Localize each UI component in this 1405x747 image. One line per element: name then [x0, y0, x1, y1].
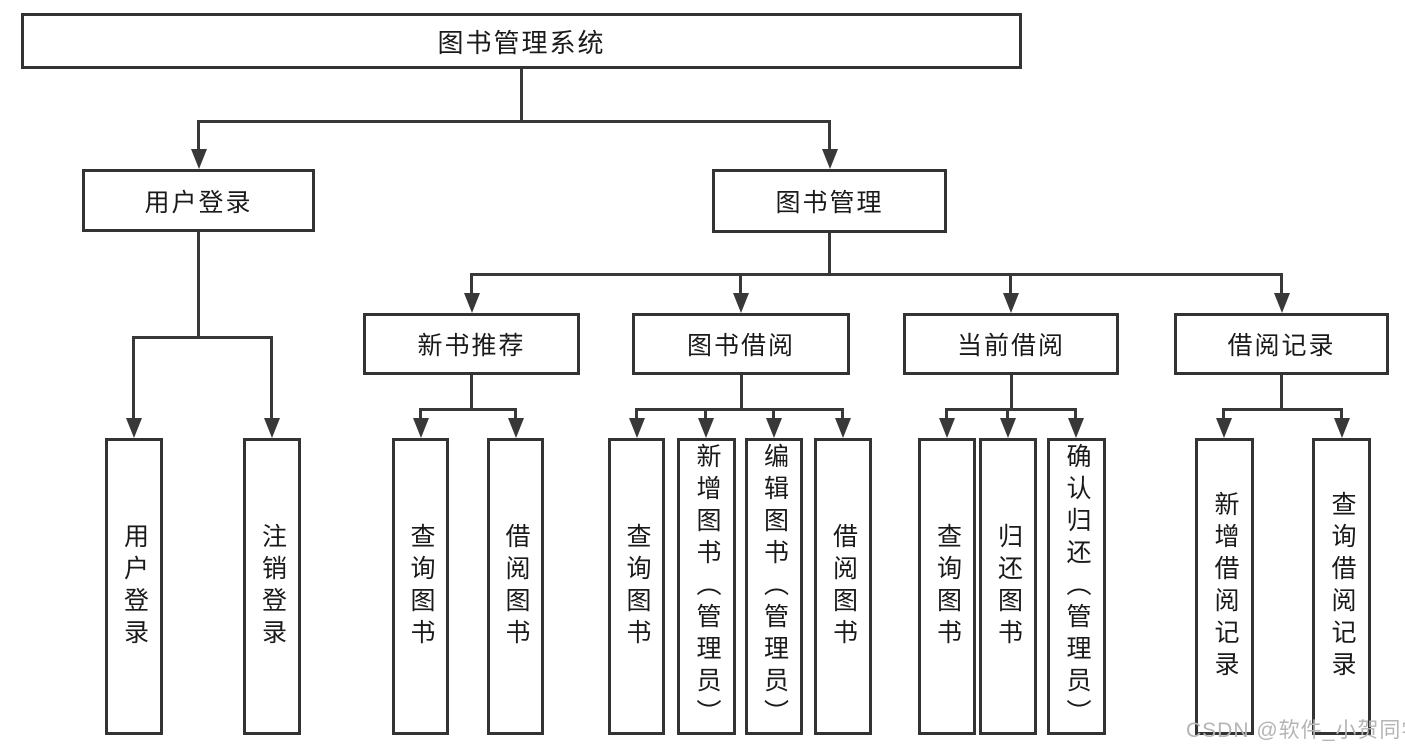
- node-leaf-newbooks-query: 查询图书: [392, 438, 449, 735]
- connector-line: [772, 408, 775, 421]
- connector-line: [1340, 408, 1343, 421]
- leaf-label: 查询借阅记录: [1328, 490, 1356, 683]
- connector-line: [470, 375, 473, 408]
- node-borrow-records: 借阅记录: [1174, 313, 1389, 375]
- arrow-down-icon: [1216, 418, 1232, 438]
- node-leaf-bookborrow-query: 查询图书: [608, 438, 665, 735]
- leaf-label: 新增借阅记录: [1211, 490, 1239, 683]
- node-leaf-logout: 注销登录: [243, 438, 301, 735]
- arrow-down-icon: [1003, 293, 1019, 313]
- connector-line: [841, 408, 844, 421]
- connector-line: [740, 375, 743, 408]
- leaf-label: 编辑图书（管理员）: [760, 442, 789, 731]
- node-leaf-bookborrow-add: 新增图书（管理员）: [677, 438, 736, 735]
- node-leaf-bookborrow-edit: 编辑图书（管理员）: [745, 438, 803, 735]
- connector-line: [1280, 273, 1283, 296]
- node-leaf-bookborrow-borrow: 借阅图书: [814, 438, 872, 735]
- node-book-borrow: 图书借阅: [632, 313, 850, 375]
- connector-line: [132, 336, 135, 420]
- arrow-down-icon: [698, 418, 714, 438]
- connector-line: [739, 273, 742, 296]
- connector-line: [470, 273, 1283, 276]
- leaf-label: 查询图书: [623, 522, 651, 651]
- connector-line: [635, 408, 844, 411]
- connector-line: [197, 120, 200, 152]
- arrow-down-icon: [413, 418, 429, 438]
- connector-line: [1009, 273, 1012, 296]
- node-system-root: 图书管理系统: [21, 13, 1022, 69]
- connector-line: [1006, 408, 1009, 421]
- connector-line: [1280, 375, 1283, 408]
- arrow-down-icon: [508, 418, 524, 438]
- arrow-down-icon: [1274, 293, 1290, 313]
- node-leaf-records-add: 新增借阅记录: [1195, 438, 1254, 735]
- arrow-down-icon: [766, 418, 782, 438]
- leaf-label: 查询图书: [407, 522, 435, 651]
- arrow-down-icon: [835, 418, 851, 438]
- node-leaf-records-query: 查询借阅记录: [1312, 438, 1371, 735]
- arrow-down-icon: [1334, 418, 1350, 438]
- arrow-down-icon: [822, 149, 838, 169]
- node-leaf-current-query: 查询图书: [918, 438, 976, 735]
- node-leaf-newbooks-borrow: 借阅图书: [487, 438, 544, 735]
- arrow-down-icon: [629, 418, 645, 438]
- node-user-login: 用户登录: [82, 169, 315, 232]
- arrow-down-icon: [464, 293, 480, 313]
- connector-line: [470, 273, 473, 296]
- leaf-label: 查询图书: [933, 522, 962, 651]
- node-new-book-recommend: 新书推荐: [363, 313, 580, 375]
- connector-line: [945, 408, 1077, 411]
- leaf-label: 归还图书: [994, 522, 1023, 651]
- arrow-down-icon: [1000, 418, 1016, 438]
- connector-line: [828, 233, 831, 273]
- arrow-down-icon: [126, 418, 142, 438]
- connector-line: [945, 408, 948, 421]
- node-leaf-current-return: 归还图书: [979, 438, 1037, 735]
- connector-line: [1222, 408, 1343, 411]
- connector-line: [520, 69, 523, 120]
- arrow-down-icon: [733, 293, 749, 313]
- leaf-label: 用户登录: [120, 522, 149, 651]
- leaf-label: 新增图书（管理员）: [693, 442, 721, 731]
- connector-line: [1010, 375, 1013, 408]
- arrow-down-icon: [939, 418, 955, 438]
- node-book-management: 图书管理: [712, 169, 947, 233]
- arrow-down-icon: [264, 418, 280, 438]
- leaf-label: 借阅图书: [829, 522, 858, 651]
- arrow-down-icon: [191, 149, 207, 169]
- node-leaf-user-login: 用户登录: [105, 438, 163, 735]
- connector-line: [419, 408, 422, 421]
- connector-line: [635, 408, 638, 421]
- node-leaf-current-confirm: 确认归还（管理员）: [1047, 438, 1106, 735]
- connector-line: [704, 408, 707, 421]
- connector-line: [1222, 408, 1225, 421]
- node-current-borrow: 当前借阅: [903, 313, 1119, 375]
- connector-line: [419, 408, 517, 411]
- csdn-watermark: CSDN @软件_小贺同学: [1186, 719, 1405, 742]
- connector-line: [828, 120, 831, 152]
- leaf-label: 确认归还（管理员）: [1063, 442, 1091, 731]
- connector-line: [197, 120, 831, 123]
- connector-line: [514, 408, 517, 421]
- leaf-label: 注销登录: [258, 522, 287, 651]
- connector-line: [197, 232, 200, 336]
- arrow-down-icon: [1068, 418, 1084, 438]
- connector-line: [132, 336, 273, 339]
- connector-line: [270, 336, 273, 420]
- connector-line: [1074, 408, 1077, 421]
- leaf-label: 借阅图书: [502, 522, 530, 651]
